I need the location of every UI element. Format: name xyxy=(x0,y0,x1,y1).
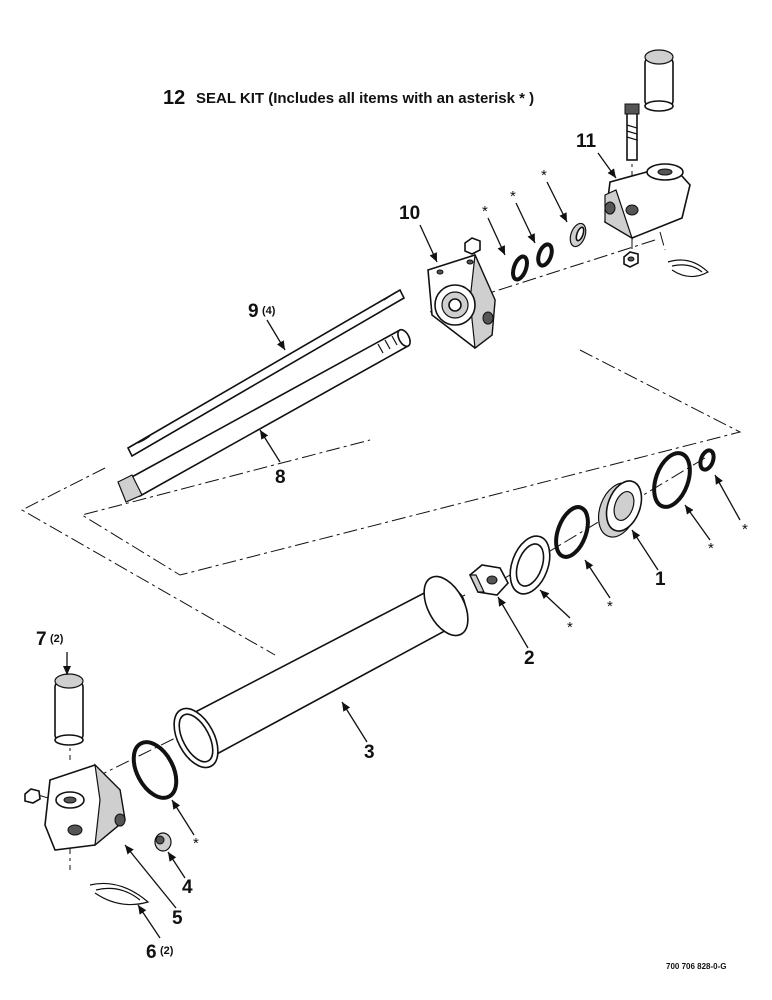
base-nut xyxy=(24,788,41,804)
gland-head xyxy=(427,252,496,350)
barrel-o-ring xyxy=(131,740,179,800)
callout-6: 6 xyxy=(146,942,157,963)
callout-6-qty: (2) xyxy=(160,945,174,957)
asterisk-8: * xyxy=(193,835,199,852)
asterisk-6: * xyxy=(607,598,613,615)
seal-kit-number: 12 xyxy=(163,87,185,109)
callout-3: 3 xyxy=(364,742,375,763)
clevis-pin-base xyxy=(54,673,84,746)
callout-7: 7 xyxy=(36,629,47,650)
callout-9: 9 xyxy=(248,301,259,322)
clevis-bolt xyxy=(624,103,640,161)
piston-nut xyxy=(469,564,509,596)
base-clevis xyxy=(44,763,126,851)
asterisk-4: * xyxy=(742,521,748,538)
cylinder-barrel xyxy=(173,575,469,769)
drawing-code: 700 706 828-0-G xyxy=(666,962,727,971)
piston xyxy=(597,480,643,538)
callout-7-qty: (2) xyxy=(50,633,64,645)
rod-clevis xyxy=(604,163,691,240)
seal-kit-title: SEAL KIT (Includes all items with an ast… xyxy=(196,90,534,107)
callout-5: 5 xyxy=(172,908,183,929)
asterisk-7: * xyxy=(567,619,573,636)
callout-10: 10 xyxy=(399,203,420,224)
callout-4: 4 xyxy=(182,877,193,898)
tie-rod xyxy=(126,288,406,458)
callout-leaders xyxy=(63,152,741,939)
gland-seals xyxy=(464,222,587,282)
callout-9-qty: (4) xyxy=(262,305,276,317)
asterisk-2: * xyxy=(510,188,516,205)
asterisk-1: * xyxy=(482,203,488,220)
callout-2: 2 xyxy=(524,648,535,669)
port-plug xyxy=(154,832,172,852)
cotter-pin-base xyxy=(89,882,150,906)
cotter-pin-top xyxy=(667,259,710,278)
asterisk-3: * xyxy=(541,167,547,184)
piston-rod xyxy=(117,328,411,503)
callout-8: 8 xyxy=(275,467,286,488)
clevis-nut xyxy=(623,251,639,268)
callout-1: 1 xyxy=(655,569,666,590)
asterisk-5: * xyxy=(708,540,714,557)
callout-11: 11 xyxy=(576,131,597,152)
clevis-pin-top xyxy=(644,49,674,112)
piston-seals xyxy=(509,448,716,595)
